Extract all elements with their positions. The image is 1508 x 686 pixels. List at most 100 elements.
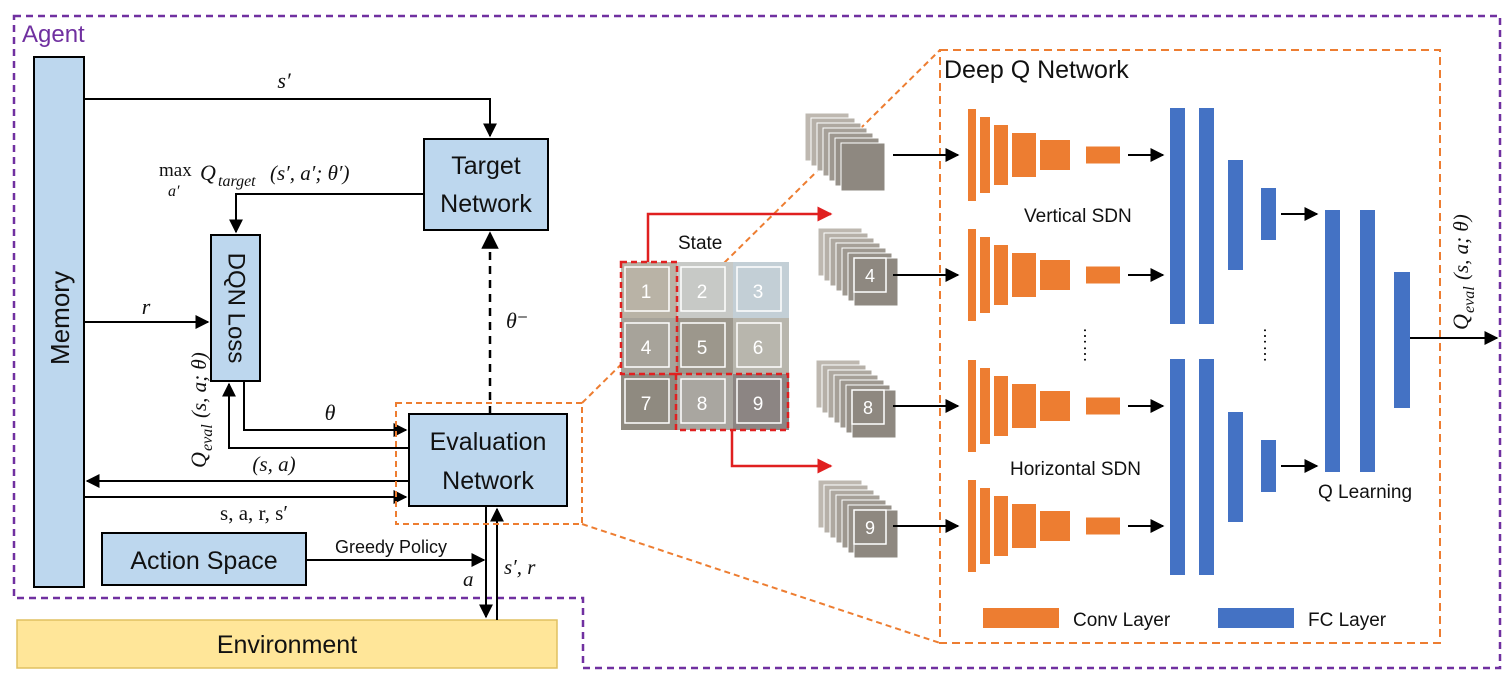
label-q-eval-sub: eval (199, 424, 216, 451)
legend-fc-label: FC Layer (1308, 610, 1387, 631)
action-space-box (101, 532, 307, 586)
conv-layer (1012, 253, 1036, 297)
conv-layer (994, 245, 1008, 305)
stack-card (853, 257, 899, 307)
target-network-line2: Network (440, 190, 532, 218)
legend-conv-swatch (983, 608, 1059, 628)
state-tile (677, 374, 733, 430)
output-args: (s, a; θ) (1449, 214, 1473, 280)
conv-layer (1086, 517, 1120, 535)
conv-layer (1012, 133, 1036, 177)
evaluation-network-box (408, 413, 568, 507)
q-layer (1394, 272, 1410, 408)
dqn-box (939, 49, 1441, 644)
output-sub: eval (1461, 286, 1478, 313)
stack-frame (851, 389, 885, 425)
label-theta: θ (325, 400, 336, 425)
stack-card (840, 142, 886, 192)
state-tile-frame (680, 322, 726, 368)
target-network-box (423, 138, 549, 231)
state-tile-number: 6 (753, 338, 764, 359)
stack-card (851, 389, 897, 439)
label-q-eval: Q (186, 452, 211, 468)
fc-layer (1170, 359, 1185, 575)
label-q-target-sub: target (218, 173, 256, 190)
stack-card (853, 509, 899, 559)
label-s-a: (s, a) (252, 452, 295, 476)
q-layer (1360, 210, 1375, 472)
state-tile (621, 262, 677, 318)
label-q-target-args: (s′, a′; θ′) (270, 161, 350, 185)
label-q-eval-args: (s, a; θ) (187, 352, 211, 418)
label-sars: s, a, r, s′ (220, 501, 288, 525)
conv-layer (1040, 391, 1070, 421)
label-r: r (142, 294, 151, 319)
state-tile-frame (680, 266, 726, 312)
output-label-rotated: Q eval (s, a; θ) (1448, 214, 1478, 330)
evaluation-network-line2: Network (442, 467, 534, 495)
state-tile-number: 1 (641, 282, 652, 303)
conv-layer (1086, 397, 1120, 415)
state-tile-number: 7 (641, 394, 652, 415)
agent-label: Agent (22, 21, 85, 48)
label-theta-minus: θ⁻ (506, 308, 528, 333)
label-a: a (463, 567, 474, 591)
conv-layer (968, 360, 976, 452)
state-column-highlight (619, 260, 679, 376)
conv-layer (1012, 504, 1036, 548)
image-stacks: 489 (804, 112, 899, 559)
legend-fc-swatch (1218, 608, 1294, 628)
conv-layer (1040, 260, 1070, 290)
state-tile (733, 262, 789, 318)
state-tile (621, 374, 677, 430)
conv-layer (1012, 384, 1036, 428)
agent-boundary (12, 14, 1502, 670)
dqn-title: Deep Q Network (944, 56, 1129, 84)
fc-layer (1261, 188, 1276, 240)
conv-layer (1040, 511, 1070, 541)
state-label: State (678, 233, 722, 254)
state-tile-number: 4 (641, 338, 652, 359)
target-network-line1: Target (451, 152, 521, 180)
stack-number: 4 (865, 266, 875, 286)
action-space-label: Action Space (130, 547, 277, 575)
conv-layer (980, 237, 990, 313)
conv-layer (968, 109, 976, 201)
vertical-sdn-label: Vertical SDN (1024, 206, 1132, 227)
evaluation-network-line1: Evaluation (430, 428, 547, 456)
output-q: Q (1448, 314, 1473, 330)
fc-layer (1199, 359, 1214, 575)
conv-layer (1086, 146, 1120, 164)
zoom-line-bottom (581, 523, 941, 644)
stack-number: 8 (863, 398, 873, 418)
conv-layer (980, 488, 990, 564)
conv-layer (1040, 140, 1070, 170)
conv-layer (968, 480, 976, 572)
state-tile-number: 3 (753, 282, 764, 303)
dqn-loss-label: DQN Loss (223, 253, 250, 364)
label-greedy-policy: Greedy Policy (335, 537, 447, 557)
label-q-target: Q (200, 160, 216, 185)
label-max: max (159, 160, 192, 181)
stack-frame (853, 509, 887, 545)
conv-layer (980, 117, 990, 193)
stack-frame (853, 257, 887, 293)
conv-layer (1086, 266, 1120, 284)
state-tile-frame (624, 322, 670, 368)
environment-label: Environment (217, 631, 357, 659)
ellipsis-conv: …… (1080, 327, 1100, 363)
state-tile (677, 318, 733, 374)
eval-zoom-box (395, 402, 583, 525)
dqn-loss-box (210, 234, 261, 382)
state-tile (733, 318, 789, 374)
conv-layer (994, 496, 1008, 556)
state-tile-number: 5 (697, 338, 708, 359)
red-arrow-horizontal (730, 430, 833, 474)
state-tile (733, 374, 789, 430)
arrow-eval-to-loss-q (222, 382, 409, 449)
network-layers (893, 108, 1410, 575)
arrow-memory-to-target (84, 98, 497, 138)
environment-box (16, 619, 558, 669)
memory-box (33, 56, 85, 588)
